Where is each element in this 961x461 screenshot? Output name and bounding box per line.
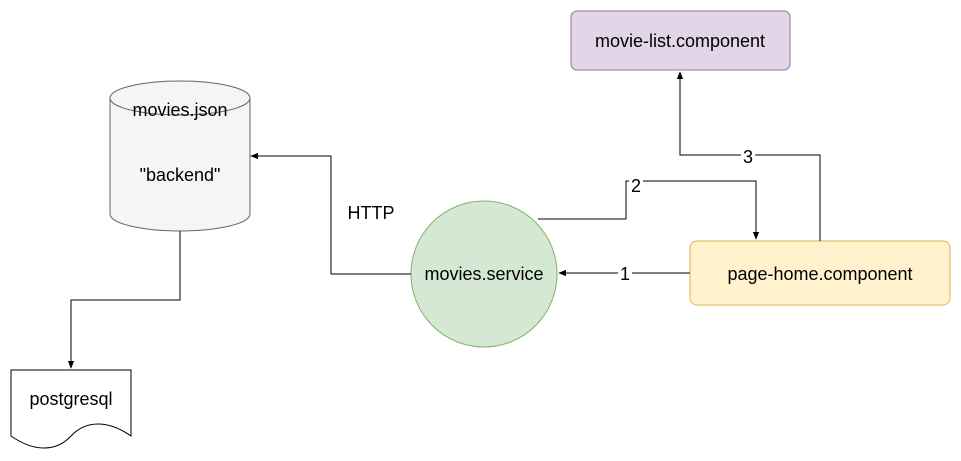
edge-step-2-label-bg: [629, 175, 643, 197]
edge-step-3-label: 3: [743, 147, 753, 167]
postgresql-document-shape: [10, 369, 132, 449]
edge-step-2-connector: [538, 180, 760, 240]
movie-list-component-node[interactable]: movie-list.component: [570, 10, 791, 71]
movies-json-node[interactable]: movies.json "backend": [109, 80, 251, 232]
page-home-component-node[interactable]: page-home.component: [689, 240, 951, 306]
movie-list-component-label: movie-list.component: [595, 31, 765, 51]
edge-step-3-label-bg: [741, 146, 755, 168]
edge-db-connector: [67, 231, 181, 369]
edge-http-label: HTTP: [348, 203, 395, 223]
movie-list-component-box: [570, 10, 791, 71]
edge-step-1-label-bg: [618, 262, 632, 284]
postgresql-label: postgresql: [29, 389, 112, 409]
page-home-component-label: page-home.component: [727, 264, 912, 284]
movies-service-label: movies.service: [424, 264, 543, 284]
movies-service-node[interactable]: movies.service: [410, 200, 558, 348]
edge-step-2-label: 2: [631, 176, 641, 196]
edge-step-1-label: 1: [620, 264, 630, 284]
movies-json-title: movies.json: [132, 100, 227, 120]
postgresql-node[interactable]: postgresql: [10, 369, 132, 449]
movies-json-cylinder-top: [109, 80, 251, 116]
edge-http-connector: [250, 152, 411, 275]
movies-json-subtitle: "backend": [140, 165, 221, 185]
